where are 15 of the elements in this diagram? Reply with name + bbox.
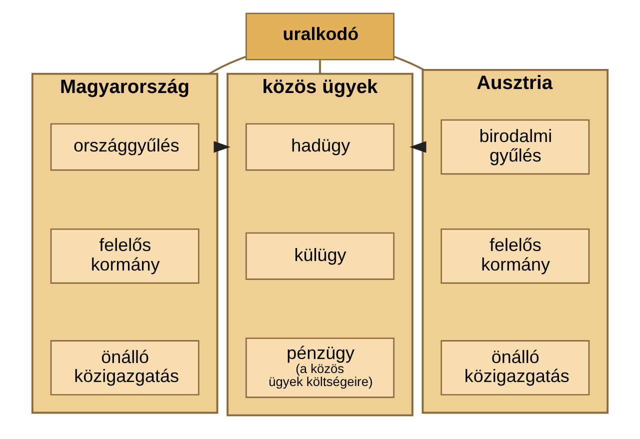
node-box: felelős kormány [440,228,590,284]
node-box: országgyűlés [50,123,200,171]
node-box: birodalmi gyűlés [440,119,590,175]
connector [208,56,246,75]
node-box: felelős kormány [50,228,200,284]
node-box: külügy [246,232,394,280]
node-box: önálló közigazgatás [440,340,590,396]
node-box: pénzügy (a közös ügyek költségeire) [246,338,394,398]
arrow [214,141,230,153]
arrow [410,141,426,153]
node-box: önálló közigazgatás [50,340,200,396]
connector [319,60,321,74]
node-box: hadügy [246,123,394,171]
connector [394,56,424,71]
node-box: uralkodó [246,12,394,60]
